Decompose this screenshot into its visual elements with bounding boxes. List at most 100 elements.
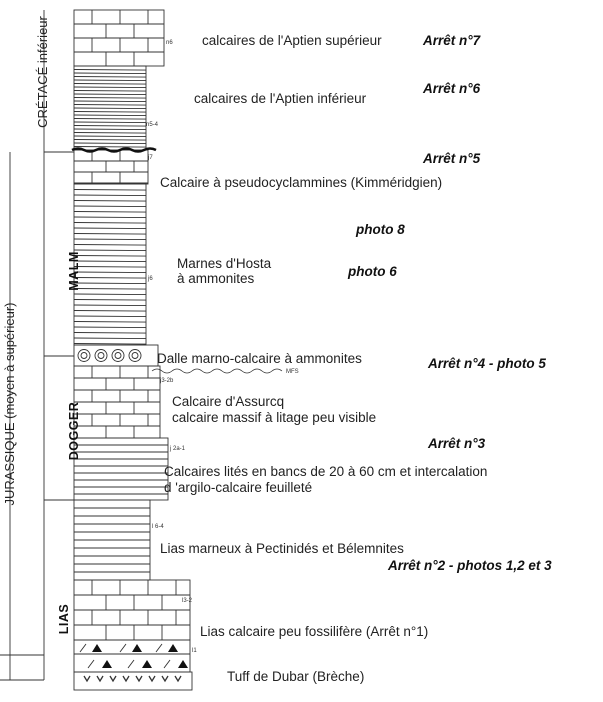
unit-calcaire-massif: calcaire massif à litage peu visible	[172, 410, 377, 425]
stop-arret-5: Arrêt n°5	[423, 151, 481, 166]
bed-line	[73, 76, 147, 78]
code-n5-4: n5-4	[146, 122, 159, 128]
ammonite-symbol	[111, 349, 125, 362]
breccia-mark	[155, 643, 163, 653]
period-jurassique: JURASSIQUE (moyen à supérieur)	[2, 302, 17, 506]
bed-line	[73, 114, 147, 117]
bed-line	[73, 111, 147, 113]
stop-arret-2: Arrêt n°2 - photos 1,2 et 3	[388, 558, 552, 573]
breccia-clast	[132, 644, 142, 652]
bed-line	[73, 104, 147, 106]
unit-aptien-inferieur: calcaires de l'Aptien inférieur	[194, 91, 367, 106]
bed-line	[73, 132, 147, 134]
bed-line	[73, 266, 147, 268]
stop-arret-7: Arrêt n°7	[423, 33, 481, 48]
unit-pseudocyclammines: Calcaire à pseudocyclammines (Kimméridgi…	[160, 175, 443, 190]
bed-line	[73, 205, 147, 208]
bed-line	[73, 216, 147, 219]
bed-line	[73, 310, 147, 312]
period-frame	[0, 10, 74, 681]
bed-line	[73, 277, 147, 279]
bed-line	[73, 79, 147, 82]
period-cretace: CRÉTACÉ inférieur	[35, 16, 50, 128]
lithology-unit	[73, 437, 169, 501]
unconformity-line	[71, 147, 157, 153]
bed-line	[73, 271, 147, 274]
bed-line	[73, 121, 147, 124]
tuff-symbol	[109, 675, 117, 683]
breccia-clast	[178, 660, 188, 668]
bed-line	[73, 282, 147, 285]
bed-line	[73, 142, 147, 145]
code-mfs: MFS	[286, 369, 299, 375]
breccia-clast	[168, 644, 178, 652]
bed-line	[73, 200, 147, 202]
bed-line	[73, 69, 147, 71]
bed-line	[73, 255, 147, 257]
bed-line	[73, 326, 147, 329]
bed-line	[73, 238, 147, 241]
bed-line	[73, 100, 147, 103]
bed-line	[73, 233, 147, 235]
unit-aptien-superieur: calcaires de l'Aptien supérieur	[202, 33, 382, 48]
tuff-symbol	[148, 675, 156, 683]
ammonite-symbol	[97, 352, 105, 359]
breccia-clast	[102, 660, 112, 668]
unit-lias-marneux: Lias marneux à Pectinidés et Bélemnites	[160, 541, 404, 556]
breccia-clast	[92, 644, 102, 652]
breccia-clast	[142, 660, 152, 668]
bed-line	[73, 304, 147, 307]
ammonite-symbol	[80, 352, 88, 359]
tuff-symbol	[135, 675, 143, 683]
code-l1: l1	[192, 648, 197, 654]
unit-calcaire-assurcq: Calcaire d'Assurcq	[172, 394, 285, 409]
unit-calcaires-lites: Calcaires lités en bancs de 20 à 60 cm e…	[164, 464, 488, 479]
code-j2a-1: j 2a-1	[170, 446, 186, 452]
bed-line	[73, 86, 147, 89]
stop-photo-8: photo 8	[356, 222, 405, 237]
mfs-line	[151, 368, 283, 374]
unit-lias-calcaire: Lias calcaire peu fossilifère (Arrêt n°1…	[200, 624, 429, 639]
ammonite-symbol	[77, 349, 91, 362]
bed-line	[73, 222, 147, 224]
breccia-mark	[87, 659, 95, 669]
tuff-symbol	[174, 675, 182, 683]
code-j6: j6	[148, 276, 153, 282]
lithology-unit	[73, 149, 149, 185]
ammonite-symbol	[128, 349, 142, 362]
code-l6-4: l 6-4	[152, 524, 164, 530]
bed-line	[73, 128, 147, 131]
stop-arret-6: Arrêt n°6	[423, 81, 481, 96]
code-j3-2b: j3-2b	[160, 378, 174, 384]
bed-line	[73, 97, 147, 99]
bed-line	[73, 93, 147, 96]
bed-line	[73, 288, 147, 290]
bed-line	[73, 299, 147, 301]
bed-line	[73, 118, 147, 120]
bed-line	[73, 337, 147, 340]
tuff-symbol	[122, 675, 130, 683]
period-malm: MALM	[67, 251, 81, 291]
bed-line	[73, 227, 147, 230]
period-dogger: DOGGER	[67, 401, 81, 461]
ammonite-symbol	[94, 349, 108, 362]
tuff-symbol	[161, 675, 169, 683]
bed-line	[73, 211, 147, 213]
unit-a-ammonites: à ammonites	[177, 271, 255, 286]
unit-marnes-hosta: Marnes d'Hosta	[177, 256, 272, 271]
unit-tuff-dubar: Tuff de Dubar (Brèche)	[227, 669, 365, 684]
bed-line	[73, 125, 147, 127]
breccia-mark	[119, 643, 127, 653]
bed-line	[73, 343, 147, 345]
bed-line	[73, 139, 147, 141]
bed-line	[73, 321, 147, 323]
bed-line	[73, 315, 147, 318]
tuff-symbol	[96, 675, 104, 683]
bed-line	[73, 189, 147, 191]
tuff-symbol	[83, 675, 91, 683]
unit-argilo-calcaire: d 'argilo-calcaire feuilleté	[164, 480, 313, 495]
ammonite-symbol	[114, 352, 122, 359]
unit-dalle: Dalle marno-calcaire à ammonites	[157, 351, 362, 366]
bed-line	[73, 293, 147, 296]
bed-line	[73, 72, 147, 75]
